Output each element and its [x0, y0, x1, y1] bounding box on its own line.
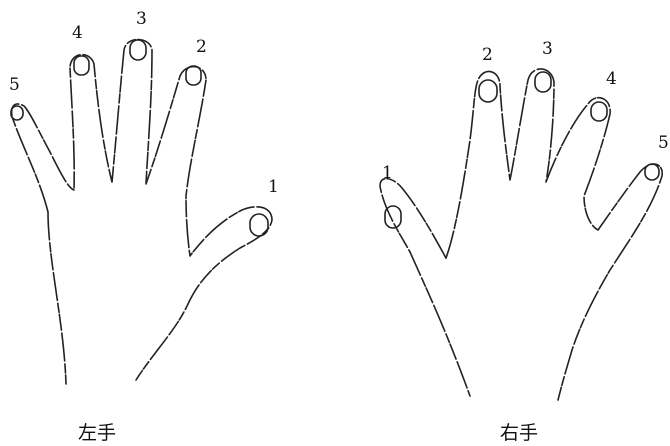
right-hand-outline-2 [446, 69, 662, 400]
right-ring-number: 4 [606, 69, 617, 89]
left-ring-number: 4 [72, 23, 83, 43]
left-ring-nail [74, 56, 89, 75]
left-index-nail [186, 66, 201, 85]
left-index-number: 2 [196, 37, 207, 57]
left-wrist-line [48, 212, 66, 384]
right-hand: 1 2 3 4 5 [380, 39, 669, 400]
left-hand: 5 4 3 2 1 [9, 9, 279, 384]
right-hand-outline [380, 179, 470, 396]
left-pinky-nail [11, 106, 23, 120]
right-index-nail [479, 80, 497, 102]
right-hand-label: 右手 [500, 418, 538, 445]
left-middle-nail [130, 40, 146, 60]
right-middle-number: 3 [542, 39, 553, 59]
right-thumb-number: 1 [382, 163, 393, 183]
right-ring-nail [591, 102, 607, 121]
right-pinky-nail [645, 164, 659, 180]
left-pinky-number: 5 [9, 75, 20, 95]
left-hand-outline [12, 40, 272, 381]
left-hand-label: 左手 [78, 418, 116, 445]
right-middle-nail [535, 72, 551, 92]
left-middle-number: 3 [136, 9, 147, 29]
left-thumb-nail [250, 214, 268, 236]
right-pinky-number: 5 [658, 133, 669, 153]
right-thumb-nail [385, 206, 401, 228]
right-index-number: 2 [482, 45, 493, 65]
left-thumb-number: 1 [268, 177, 279, 197]
